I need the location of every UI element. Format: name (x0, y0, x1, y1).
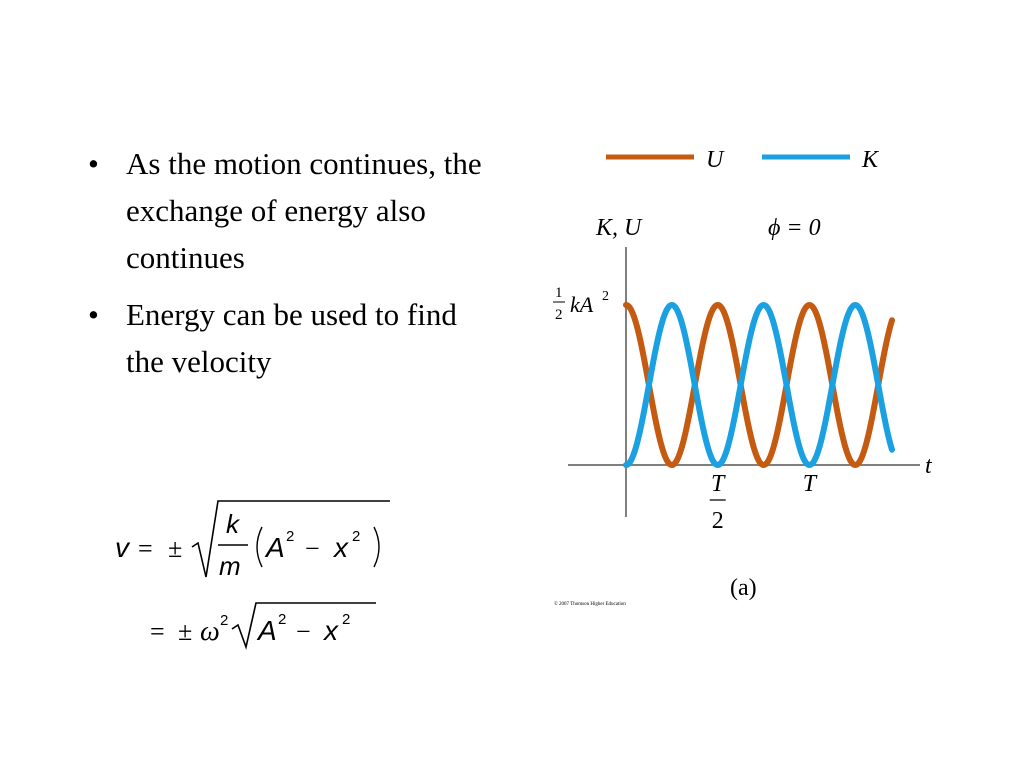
series-U-line (623, 301, 895, 469)
paren-open (256, 526, 263, 568)
x-axis-label: t (925, 453, 933, 479)
formula-x-exp: 2 (352, 528, 360, 545)
frac-denominator: m (219, 551, 241, 581)
formula2-equals: = (150, 617, 165, 646)
bullet-list: • As the motion continues, the exchange … (88, 140, 498, 395)
formula-equals: = (138, 534, 153, 563)
formula-A: A (264, 532, 285, 563)
x-tick-half-num: T (711, 471, 726, 497)
y-tick-frac-den: 2 (555, 307, 563, 323)
bullet-item: • As the motion continues, the exchange … (88, 140, 498, 281)
formula-minus: − (305, 534, 320, 563)
formula-svg: v = ± k m A 2 − x 2 = ± ω 2 A 2 − x 2 (115, 500, 390, 650)
y-axis-label: K, U (595, 215, 643, 241)
formula2-plus-minus: ± (178, 617, 192, 646)
y-tick-exp: 2 (602, 289, 609, 304)
panel-label: (a) (730, 575, 757, 601)
formula2-omega-exp: 2 (220, 612, 228, 629)
bullet-text: As the motion continues, the exchange of… (126, 146, 482, 275)
phase-label: ϕ = 0 (768, 215, 821, 241)
velocity-formula: v = ± k m A 2 − x 2 = ± ω 2 A 2 − x 2 (110, 495, 410, 665)
x-tick-T: T (803, 471, 818, 497)
formula-x: x (332, 532, 349, 563)
formula-A-exp: 2 (286, 528, 294, 545)
image-credit: © 2007 Thomson Higher Education (554, 601, 626, 607)
bullet-item: • Energy can be used to find the velocit… (88, 291, 498, 385)
energy-chart: U K K, U ϕ = 0 t 1 2 kA 2 T 2 T (540, 135, 960, 615)
formula2-x: x (322, 615, 339, 646)
formula2-x-exp: 2 (342, 611, 350, 628)
legend-label-U: U (706, 147, 725, 173)
radical-sign (191, 500, 390, 578)
y-tick-frac-num: 1 (555, 285, 563, 301)
bullet-text: Energy can be used to find the velocity (126, 297, 457, 379)
frac-numerator: k (226, 509, 241, 539)
chart-svg: U K K, U ϕ = 0 t 1 2 kA 2 T 2 T (553, 147, 933, 607)
legend-label-K: K (861, 147, 880, 173)
bullet-marker: • (88, 297, 99, 332)
series-K-line (623, 301, 895, 469)
radical2-sign (231, 602, 376, 650)
paren-close (373, 526, 380, 568)
formula2-A: A (256, 615, 277, 646)
y-tick-label: kA (570, 292, 594, 317)
formula-v: v (115, 532, 131, 563)
x-tick-half-den: 2 (712, 508, 724, 534)
formula-plus-minus: ± (168, 534, 182, 563)
bullet-marker: • (88, 146, 99, 181)
formula2-omega: ω (200, 616, 220, 647)
formula2-A-exp: 2 (278, 611, 286, 628)
formula2-minus: − (296, 617, 311, 646)
